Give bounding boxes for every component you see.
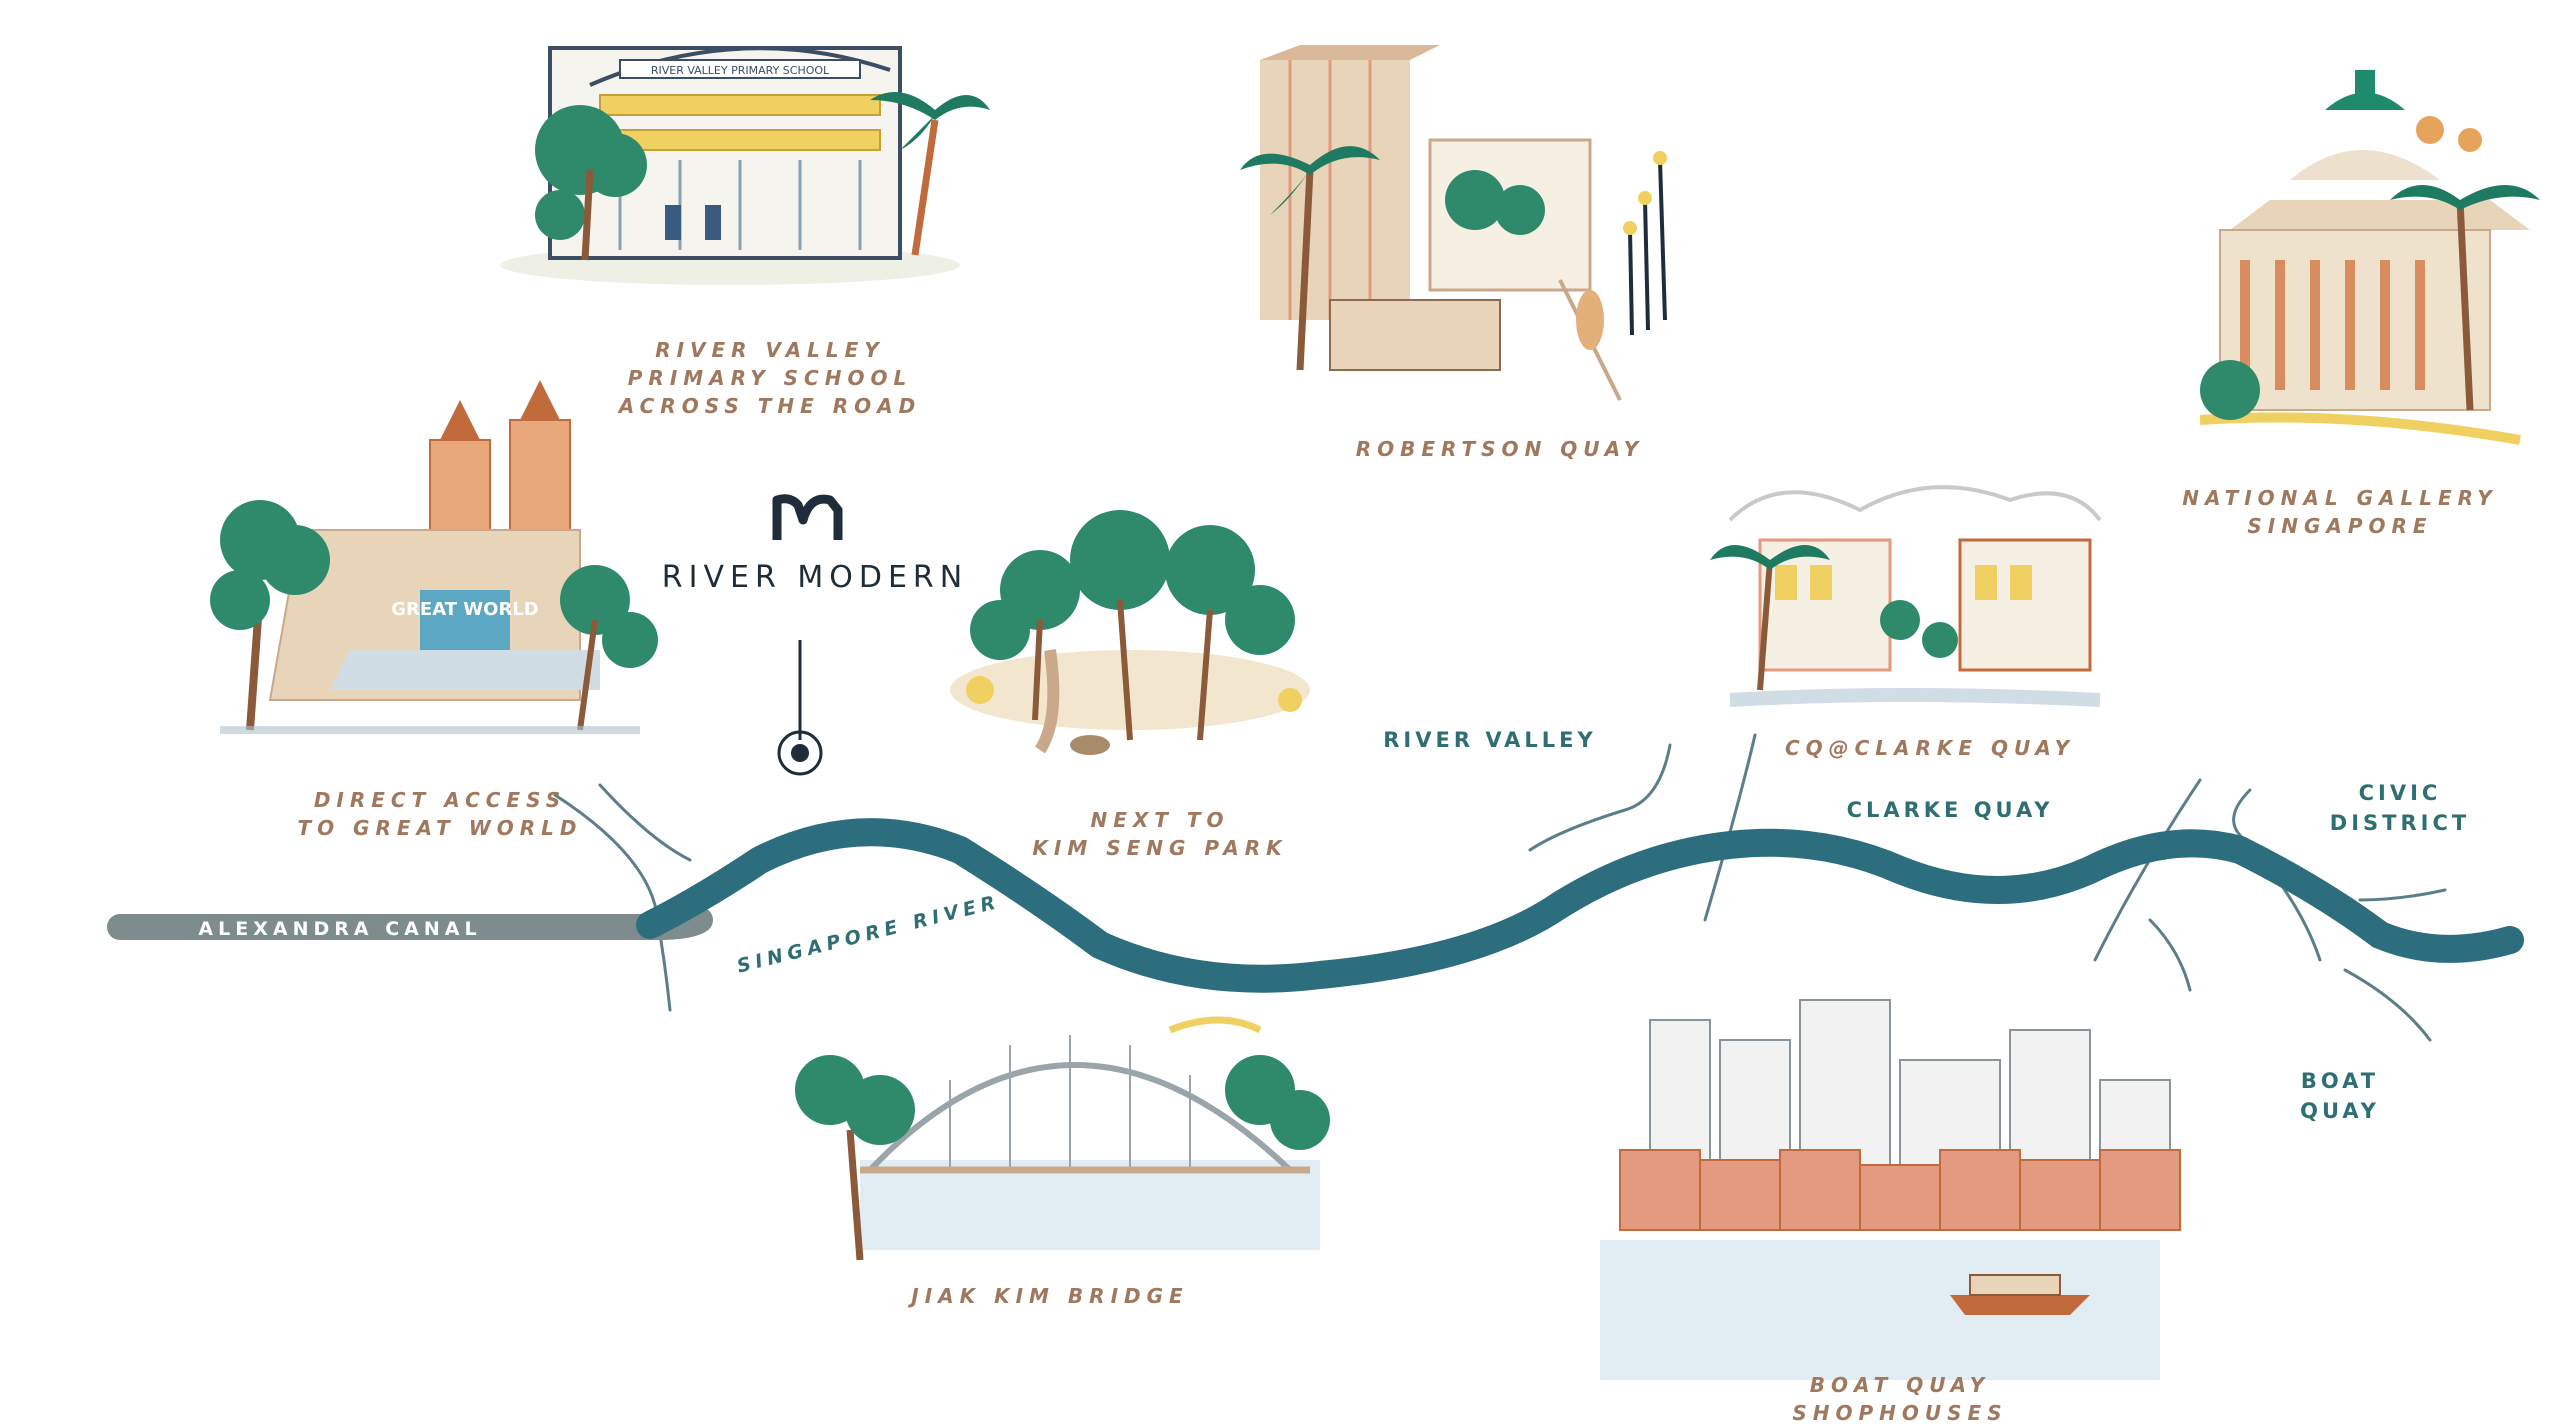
kim-seng-park-label: NEXT TO KIM SENG PARK	[1032, 808, 1288, 860]
great-world-label: DIRECT ACCESS TO GREAT WORLD	[297, 788, 583, 840]
singapore-river-label: SINGAPORE RIVER	[735, 891, 1003, 978]
robertson-quay-label: ROBERTSON QUAY	[1355, 437, 1645, 461]
great-world-illustration: GREAT WORLD	[210, 380, 658, 734]
alexandra-canal-label: ALEXANDRA CANAL	[198, 918, 481, 940]
great-world-sign: GREAT WORLD	[391, 599, 538, 620]
kim-seng-park-illustration	[950, 510, 1310, 755]
civic-district-area-label: CIVIC DISTRICT	[2329, 781, 2471, 835]
school-sign: RIVER VALLEY PRIMARY SCHOOL	[651, 64, 830, 77]
national-gallery-illustration	[2199, 70, 2540, 445]
school-illustration: RIVER VALLEY PRIMARY SCHOOL	[500, 46, 990, 285]
brand-pin	[777, 640, 823, 776]
robertson-quay-illustration	[1240, 45, 1667, 401]
clarke-quay-area-label: CLARKE QUAY	[1846, 798, 2054, 822]
jiak-kim-bridge-label: JIAK KIM BRIDGE	[911, 1284, 1189, 1308]
brand-name: RIVER MODERN	[661, 560, 969, 595]
jiak-kim-bridge-illustration	[795, 1016, 1330, 1261]
singapore-river	[636, 818, 2524, 993]
brand-logo-icon	[772, 494, 843, 540]
school-label: RIVER VALLEY PRIMARY SCHOOL ACROSS THE R…	[618, 338, 922, 418]
cq-clarke-quay-illustration	[1710, 485, 2102, 707]
boat-quay-area-label: BOAT QUAY	[2300, 1069, 2380, 1123]
cq-clarke-quay-label: CQ@CLARKE QUAY	[1784, 736, 2076, 760]
roads	[553, 733, 2447, 1042]
national-gallery-label: NATIONAL GALLERY SINGAPORE	[2182, 486, 2498, 538]
boat-quay-shophouses-label: BOAT QUAY SHOPHOUSES	[1792, 1373, 2008, 1425]
boat-quay-illustration	[1600, 999, 2181, 1380]
river-valley-area-label: RIVER VALLEY	[1383, 728, 1597, 752]
